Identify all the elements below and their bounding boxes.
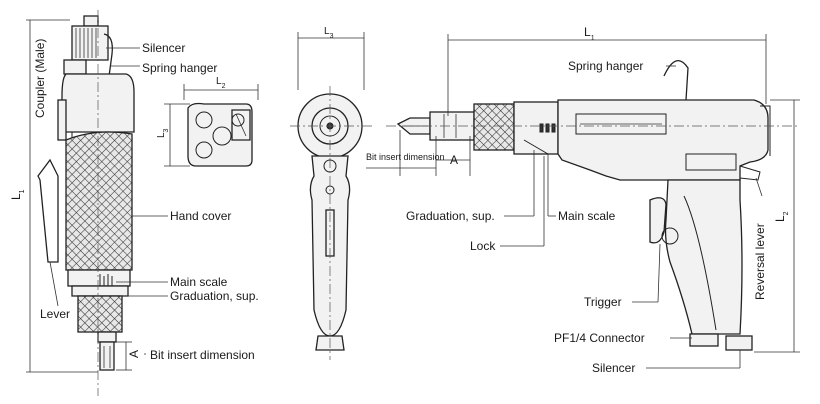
bit-insert-label-right: Bit insert dimension — [366, 152, 445, 162]
lever-label: Lever — [40, 307, 70, 321]
dim-l2-left-subscript: 2 — [222, 83, 226, 90]
clutch-knurl-right — [473, 103, 515, 151]
coupler-male — [63, 59, 87, 75]
spring-hanger-label-right: Spring hanger — [568, 59, 643, 73]
pistol-handle — [664, 179, 743, 335]
coupler-top — [83, 15, 99, 27]
dim-l1-right: L1 — [584, 25, 595, 42]
spring-hanger-label-left: Spring hanger — [142, 61, 217, 75]
lever-mount — [57, 99, 67, 141]
reversal-lever-label: Reversal lever — [753, 223, 767, 300]
bit-insert-label-left: Bit insert dimension — [150, 348, 255, 362]
dim-l3-front: L3 — [324, 26, 334, 40]
dim-l1-left: L1 — [9, 189, 26, 200]
scale-ring-right — [513, 101, 559, 155]
motor-body — [557, 99, 769, 181]
lock-label: Lock — [470, 239, 496, 253]
dim-l1-right-subscript: 1 — [591, 35, 595, 42]
top-view-detail: L2 L3 — [156, 76, 259, 167]
dim-l3-left: L3 — [156, 128, 170, 138]
coupler-label: Coupler (Male) — [33, 39, 47, 118]
scale-ring — [67, 269, 131, 287]
silencer-label-right: Silencer — [592, 361, 635, 375]
silencer-housing — [71, 25, 109, 61]
graduation-ring — [71, 285, 129, 297]
trigger-label: Trigger — [584, 295, 622, 309]
straight-driver-view: L1 A Coupler (Male) Silencer Spring hang… — [9, 10, 259, 396]
main-scale-label-left: Main scale — [170, 275, 228, 289]
dim-l2-left: L2 — [216, 76, 226, 90]
trigger — [649, 197, 667, 244]
graduation-label-right: Graduation, sup. — [406, 209, 495, 223]
dim-l2-right-subscript: 2 — [783, 211, 790, 215]
front-view: L3 — [290, 26, 372, 360]
dim-l2-right: L2 — [773, 211, 790, 222]
lever-left — [37, 158, 59, 263]
bit-left — [99, 341, 115, 371]
dim-l3-left-subscript: 3 — [163, 128, 170, 132]
hand-cover — [65, 131, 133, 271]
dim-a-right: A — [450, 153, 458, 167]
clutch-knurl — [77, 295, 123, 333]
connector-label: PF1/4 Connector — [554, 331, 645, 345]
silencer-label-left: Silencer — [142, 41, 185, 55]
graduation-label-left: Graduation, sup. — [170, 289, 259, 303]
spring-hanger-right — [663, 60, 689, 101]
main-scale-label-right: Main scale — [558, 209, 616, 223]
silencer-right — [725, 335, 753, 351]
dim-a-left: A — [127, 350, 141, 358]
connector — [689, 333, 719, 347]
spring-hanger-left — [103, 33, 113, 85]
hand-cover-label: Hand cover — [170, 209, 231, 223]
dim-l1-left-subscript: 1 — [19, 189, 26, 193]
dim-l3-front-subscript: 3 — [330, 33, 334, 40]
pistol-driver-view: L1 L2 A Bit insert dimension Spring hang… — [366, 25, 800, 375]
